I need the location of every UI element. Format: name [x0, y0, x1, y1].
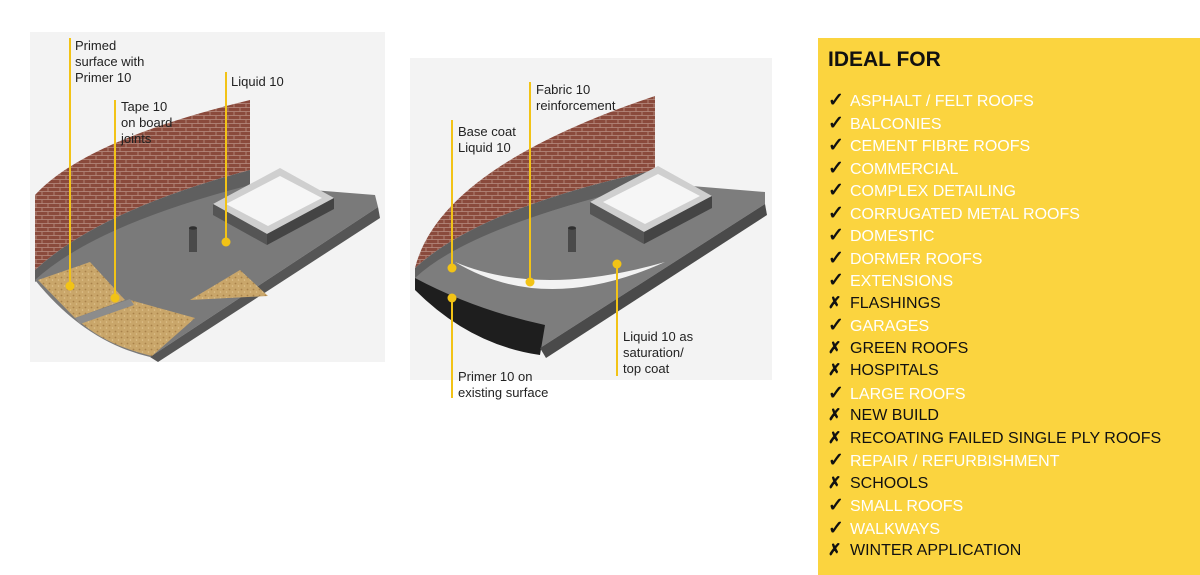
roof-system-diagram: Primed surface with Primer 10 Tape 10 on… [30, 32, 772, 400]
checkmark-icon: ✓ [828, 270, 844, 291]
ideal-for-item-label: LARGE ROOFS [850, 385, 966, 403]
checkmark-icon: ✓ [828, 157, 844, 179]
ideal-for-item: ✗ FLASHINGS [828, 293, 1161, 316]
left-brick-wall [35, 100, 250, 270]
checkmark-icon: ✓ [828, 180, 844, 201]
ideal-for-list: ✓ ASPHALT / FELT ROOFS ✓ BALCONIES ✓ CEMENT F… [828, 90, 1161, 563]
left-board-a [38, 262, 125, 318]
ideal-for-item-label: CORRUGATED METAL ROOFS [850, 205, 1080, 223]
ideal-for-item: ✓ SMALL ROOFS [828, 495, 1161, 518]
left-tape-joint [75, 299, 134, 324]
ideal-for-item: ✓ COMPLEX DETAILING [828, 180, 1161, 203]
ideal-for-item-label: BALCONIES [850, 115, 942, 133]
cross-icon: ✗ [828, 339, 842, 357]
left-membrane-upstand [35, 170, 250, 282]
ideal-for-item: ✓ WALKWAYS [828, 518, 1161, 541]
ideal-for-item-label: DORMER ROOFS [850, 250, 983, 268]
right-fabric-reinforcement [455, 262, 665, 289]
callout-dot-topcoat [612, 259, 622, 269]
ideal-for-item: ✓ CEMENT FIBRE ROOFS [828, 135, 1161, 158]
checkmark-icon: ✓ [828, 112, 844, 134]
checkmark-icon: ✓ [828, 517, 844, 539]
ideal-for-item-label: COMPLEX DETAILING [850, 183, 1016, 200]
callouts [65, 38, 622, 398]
ideal-for-item: ✗ NEW BUILD [828, 405, 1161, 428]
right-deck-edge [540, 204, 767, 358]
ideal-for-item: ✓ LARGE ROOFS [828, 383, 1161, 406]
checkmark-icon: ✓ [828, 382, 844, 404]
ideal-for-item-label: GARAGES [850, 318, 930, 335]
callout-dot-liquid [221, 237, 231, 247]
label-tape: Tape 10 on board joints [120, 99, 176, 146]
ideal-for-item-label: NEW BUILD [850, 407, 939, 424]
left-board-c [190, 270, 268, 300]
ideal-for-item: ✓ BALCONIES [828, 113, 1161, 136]
ideal-for-title: IDEAL FOR [828, 48, 941, 71]
label-fabric: Fabric 10 reinforcement [536, 82, 616, 113]
checkmark-icon: ✓ [828, 495, 844, 516]
ideal-for-item-label: DOMESTIC [850, 228, 935, 245]
checkmark-icon: ✓ [828, 135, 844, 156]
ideal-for-item: ✓ COMMERCIAL [828, 158, 1161, 181]
ideal-for-item: ✓ REPAIR / REFURBISHMENT [828, 450, 1161, 473]
ideal-for-item-label: COMMERCIAL [850, 160, 959, 178]
label-primer: Primer 10 on existing surface [458, 369, 548, 400]
ideal-for-item: ✓ DOMESTIC [828, 225, 1161, 248]
cross-icon: ✗ [828, 429, 842, 447]
ideal-for-item-label: EXTENSIONS [850, 273, 954, 290]
ideal-for-item-label: ASPHALT / FELT ROOFS [850, 93, 1034, 110]
cross-icon: ✗ [828, 407, 842, 424]
ideal-for-item-label: HOSPITALS [850, 362, 939, 379]
checkmark-icon: ✓ [828, 450, 844, 471]
cross-icon: ✗ [828, 542, 842, 559]
ideal-for-item-label: WINTER APPLICATION [850, 542, 1022, 559]
ideal-for-item-label: SMALL ROOFS [850, 498, 964, 515]
ideal-for-item-label: CEMENT FIBRE ROOFS [850, 138, 1031, 155]
ideal-for-item: ✗ SCHOOLS [828, 473, 1161, 496]
left-vent-pipe [189, 226, 197, 252]
ideal-for-item-label: REPAIR / REFURBISHMENT [850, 453, 1060, 470]
ideal-for-item: ✓ CORRUGATED METAL ROOFS [828, 203, 1161, 226]
right-membrane-upstand [415, 170, 655, 280]
ideal-for-item: ✓ DORMER ROOFS [828, 248, 1161, 271]
left-deck-edge [150, 207, 380, 362]
ideal-for-item: ✓ EXTENSIONS [828, 270, 1161, 293]
callout-dot-primer [447, 293, 457, 303]
callout-dot-primed [65, 281, 75, 291]
cross-icon: ✗ [828, 294, 842, 312]
callout-dot-base [447, 263, 457, 273]
checkmark-icon: ✓ [828, 315, 844, 336]
ideal-for-item: ✗ HOSPITALS [828, 360, 1161, 383]
ideal-for-item: ✗ GREEN ROOFS [828, 338, 1161, 361]
checkmark-icon: ✓ [828, 247, 844, 269]
checkmark-icon: ✓ [828, 202, 844, 224]
cross-icon: ✗ [828, 362, 842, 379]
ideal-for-item: ✓ GARAGES [828, 315, 1161, 338]
ideal-for-item-label: WALKWAYS [850, 520, 941, 538]
diagram-labels: Primed surface with Primer 10 Tape 10 on… [75, 38, 697, 400]
ideal-for-item-label: GREEN ROOFS [850, 339, 969, 357]
right-brick-wall [415, 96, 655, 268]
right-primer-layer [415, 278, 545, 355]
ideal-for-panel: IDEAL FOR ✓ ASPHALT / FELT ROOFS ✓ BALCONIE… [818, 38, 1200, 575]
ideal-for-item-label: FLASHINGS [850, 294, 941, 312]
checkmark-icon: ✓ [828, 225, 844, 246]
label-topcoat: Liquid 10 as saturation/ top coat [623, 329, 697, 376]
ideal-for-item-label: SCHOOLS [850, 474, 929, 492]
ideal-for-item: ✓ ASPHALT / FELT ROOFS [828, 90, 1161, 113]
callout-dot-fabric [525, 277, 535, 287]
label-primed: Primed surface with Primer 10 [75, 38, 148, 85]
right-vent-pipe [568, 226, 576, 252]
right-roof-illustration [410, 58, 772, 380]
label-liquid: Liquid 10 [231, 74, 284, 89]
checkmark-icon: ✓ [828, 90, 844, 111]
cross-icon: ✗ [828, 474, 842, 492]
ideal-for-item-label: RECOATING FAILED SINGLE PLY ROOFS [850, 429, 1162, 447]
callout-dot-tape [110, 293, 120, 303]
ideal-for-item: ✗ WINTER APPLICATION [828, 540, 1161, 563]
ideal-for-item: ✗ RECOATING FAILED SINGLE PLY ROOFS [828, 428, 1161, 451]
label-base: Base coat Liquid 10 [458, 124, 519, 155]
right-skylight [590, 166, 712, 244]
